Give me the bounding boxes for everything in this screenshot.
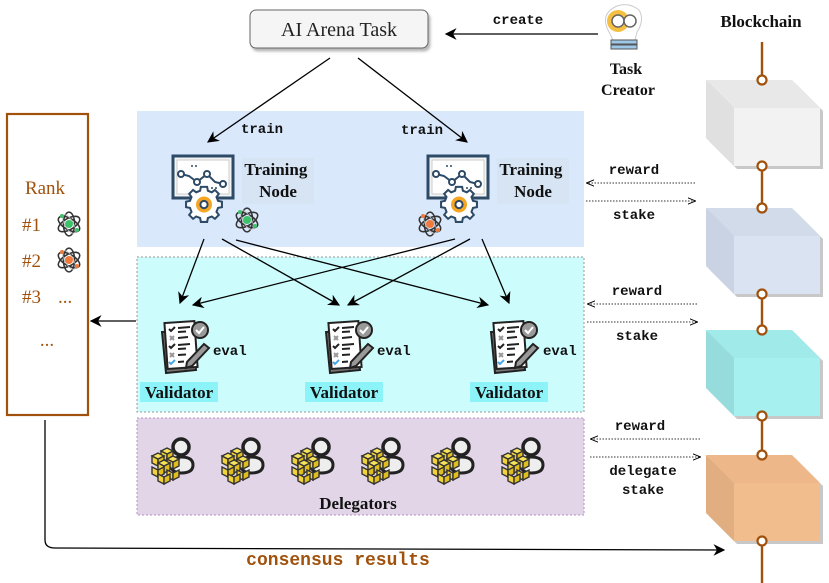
rank-more: ...	[40, 330, 54, 351]
delegators-label: Delegators	[319, 494, 397, 513]
create-label: create	[493, 13, 543, 29]
validator-1[interactable]: eval Validator	[140, 320, 247, 402]
block-1[interactable]	[706, 80, 823, 169]
task-creator-label: Task Creator	[601, 61, 655, 99]
rank-item-3-ellipsis: ...	[58, 287, 72, 308]
training-node-label: Training Node	[244, 160, 311, 201]
rank-item-1-label: #1	[22, 215, 41, 236]
blockchain-title: Blockchain	[720, 12, 802, 31]
chain-link-icon	[756, 535, 768, 547]
atom-model-orange-icon	[55, 247, 83, 273]
ai-arena-task-box[interactable]	[249, 9, 429, 49]
training-node-label: Training Node	[499, 160, 566, 201]
rank-item-3-label: #3	[22, 287, 41, 308]
atom-model-green-icon	[55, 211, 83, 237]
atom-model-orange-icon	[416, 211, 444, 237]
ai-arena-task-label: AI Arena Task	[281, 19, 397, 41]
train-label-left: train	[241, 122, 283, 138]
eval-label: eval	[377, 344, 411, 360]
chain-link-icon	[756, 410, 768, 422]
eval-label: eval	[213, 344, 247, 360]
chain-link-icon	[756, 288, 768, 300]
validator-label: Validator	[475, 383, 544, 402]
svg-text:stake: stake	[616, 329, 658, 345]
svg-text:reward: reward	[609, 163, 659, 179]
eval-arrows	[178, 238, 511, 309]
train-arrow-right	[357, 57, 468, 143]
consensus-label: consensus results	[246, 551, 430, 571]
consensus-arrow	[44, 420, 726, 556]
flow-delegator: reward delegate stake	[590, 419, 700, 499]
train-label-right: train	[401, 123, 443, 139]
atom-model-green-icon	[233, 207, 261, 233]
svg-text:reward: reward	[615, 419, 665, 435]
train-arrow-left	[207, 57, 331, 143]
validator-3[interactable]: eval Validator	[470, 320, 577, 402]
chain-link-icon	[756, 324, 768, 336]
training-node-1[interactable]: Training Node	[171, 154, 314, 233]
chain-link-icon	[756, 160, 768, 172]
validator-label: Validator	[145, 383, 214, 402]
svg-text:reward: reward	[612, 284, 662, 300]
validator-2[interactable]: eval Validator	[305, 320, 411, 402]
flow-validator: reward stake	[587, 284, 697, 345]
svg-text:delegate: delegate	[609, 464, 676, 480]
training-node-2[interactable]: Training Node	[416, 154, 569, 237]
block-3[interactable]	[706, 330, 823, 419]
chain-link-icon	[756, 74, 768, 86]
block-4[interactable]	[706, 455, 823, 544]
eval-label: eval	[543, 344, 577, 360]
blockchain-chain	[706, 42, 823, 583]
chain-link-icon	[756, 202, 768, 214]
validator-label: Validator	[310, 383, 379, 402]
chain-link-icon	[756, 449, 768, 461]
rank-item-2-label: #2	[22, 251, 41, 272]
flow-training: reward stake	[586, 163, 695, 224]
lightbulb-gears-icon	[604, 4, 643, 50]
block-2[interactable]	[706, 208, 823, 297]
rank-title: Rank	[25, 178, 66, 199]
svg-text:stake: stake	[622, 483, 664, 499]
svg-text:stake: stake	[613, 208, 655, 224]
